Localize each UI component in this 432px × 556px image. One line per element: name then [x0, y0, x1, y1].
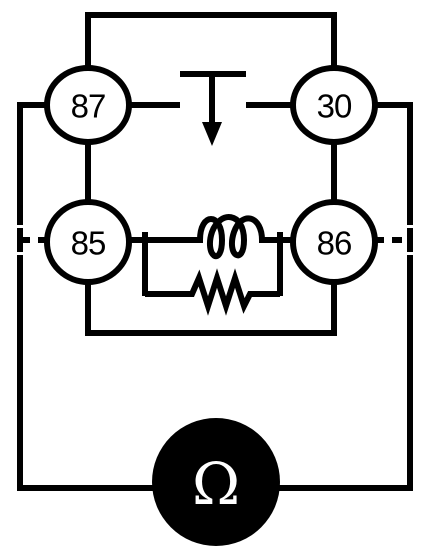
top-wire: [85, 12, 337, 70]
terminal-30-label: 30: [317, 88, 352, 125]
terminal-87-label: 87: [71, 88, 106, 125]
switch-arrow-icon: [180, 71, 246, 146]
coil-icon: [145, 214, 280, 260]
bottom-wire: [85, 280, 337, 336]
lead-gap-left: [14, 225, 26, 228]
ohm-symbol-icon: Ω: [192, 450, 240, 518]
lead-gap-right-2: [404, 252, 416, 255]
ohmmeter: Ω: [152, 418, 280, 546]
terminal-86-label: 86: [317, 225, 352, 262]
lead-gap-right: [404, 225, 416, 228]
ohmmeter-body: [152, 418, 280, 546]
lead-gap-left-2: [14, 252, 26, 255]
terminal-30: 30: [290, 65, 378, 145]
terminal-85-label: 85: [71, 225, 106, 262]
terminal-85: 85: [44, 199, 132, 285]
resistor-icon: [145, 268, 280, 316]
terminal-87: 87: [44, 65, 132, 145]
meter-lead-right: [276, 102, 413, 491]
meter-lead-left: [17, 102, 158, 491]
terminal-86: 86: [290, 199, 378, 285]
